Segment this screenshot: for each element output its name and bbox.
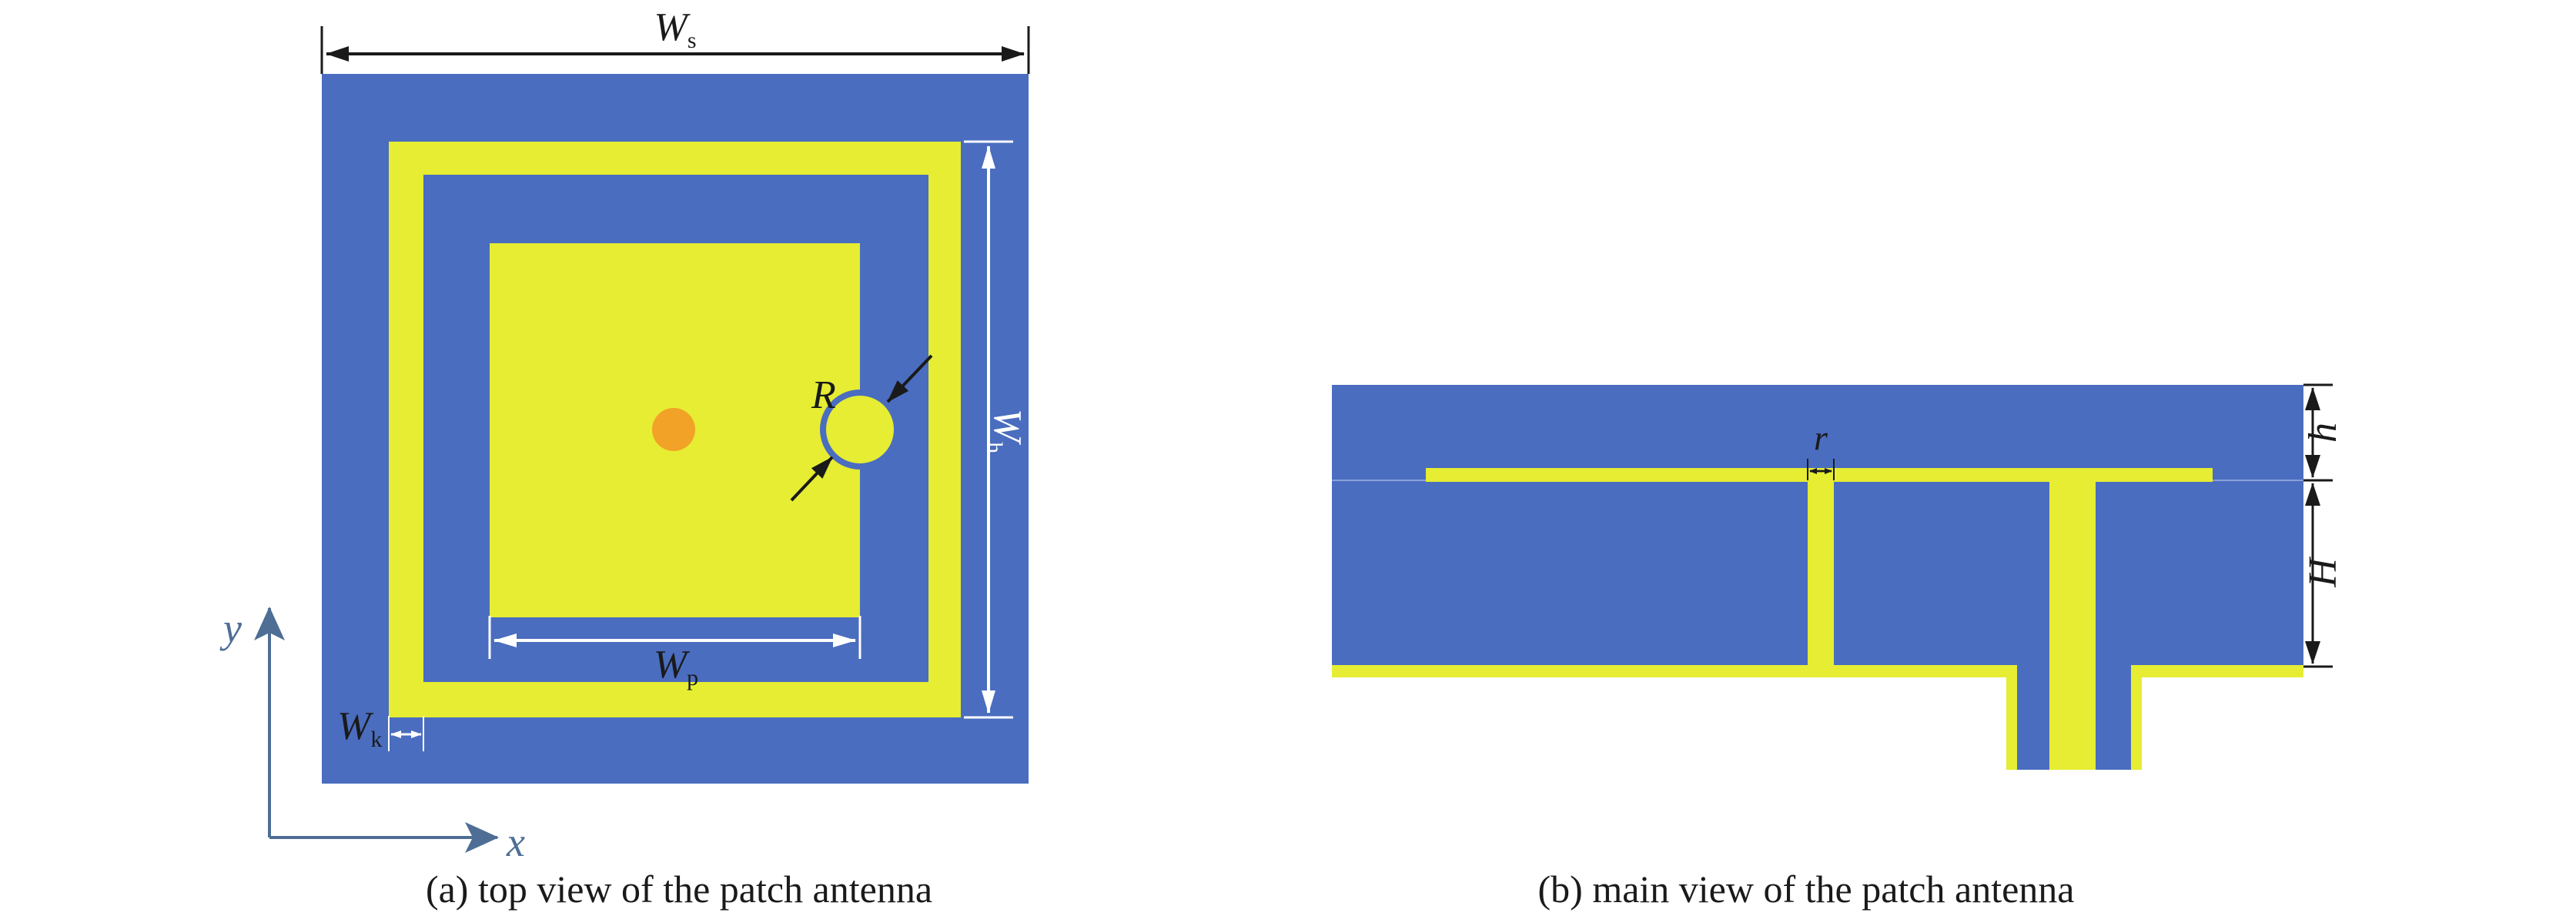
top-view: Ws Wh Wp: [219, 5, 1030, 911]
top-view-caption: (a) top view of the patch antenna: [426, 868, 932, 911]
wh-label: Wh: [982, 409, 1029, 453]
H-dimension: H: [2301, 483, 2345, 668]
ws-label: Ws: [654, 5, 696, 53]
main-view-caption: (b) main view of the patch antenna: [1538, 868, 2075, 911]
wp-label: Wp: [654, 643, 698, 690]
H-label: H: [2301, 557, 2345, 588]
wp-dimension: Wp: [488, 616, 861, 690]
wk-label: Wk: [337, 704, 382, 752]
shorting-pin-main: [1808, 480, 1834, 667]
wk-dimension: Wk: [337, 704, 424, 752]
wh-dimension: Wh: [964, 140, 1029, 719]
upper-substrate-layer: [1332, 385, 2303, 480]
ground-plane-left: [1332, 665, 2017, 677]
r-small-label: r: [1814, 418, 1828, 457]
feed-point: [652, 408, 695, 451]
shorting-pin-circle: [826, 396, 894, 463]
coax-outer-left-wall: [2006, 665, 2017, 770]
r-big-dimension: R: [790, 354, 933, 502]
h-label: h: [2301, 423, 2345, 443]
y-axis-label: y: [219, 605, 242, 651]
r-small-dimension: r: [1807, 418, 1835, 480]
coax-outer-right-wall: [2131, 665, 2142, 770]
radiating-patch-layer: [1426, 468, 2213, 482]
ws-dimension: Ws: [320, 5, 1030, 74]
ground-plane-right: [2131, 665, 2303, 677]
x-axis-label: x: [506, 819, 525, 865]
coordinate-axes: y x: [219, 605, 525, 865]
h-dimension: h: [2301, 383, 2345, 482]
feed-probe: [2049, 479, 2096, 770]
r-big-label: R: [811, 373, 836, 417]
main-view: r h H (b) main view of the patch antenna: [1332, 383, 2345, 911]
